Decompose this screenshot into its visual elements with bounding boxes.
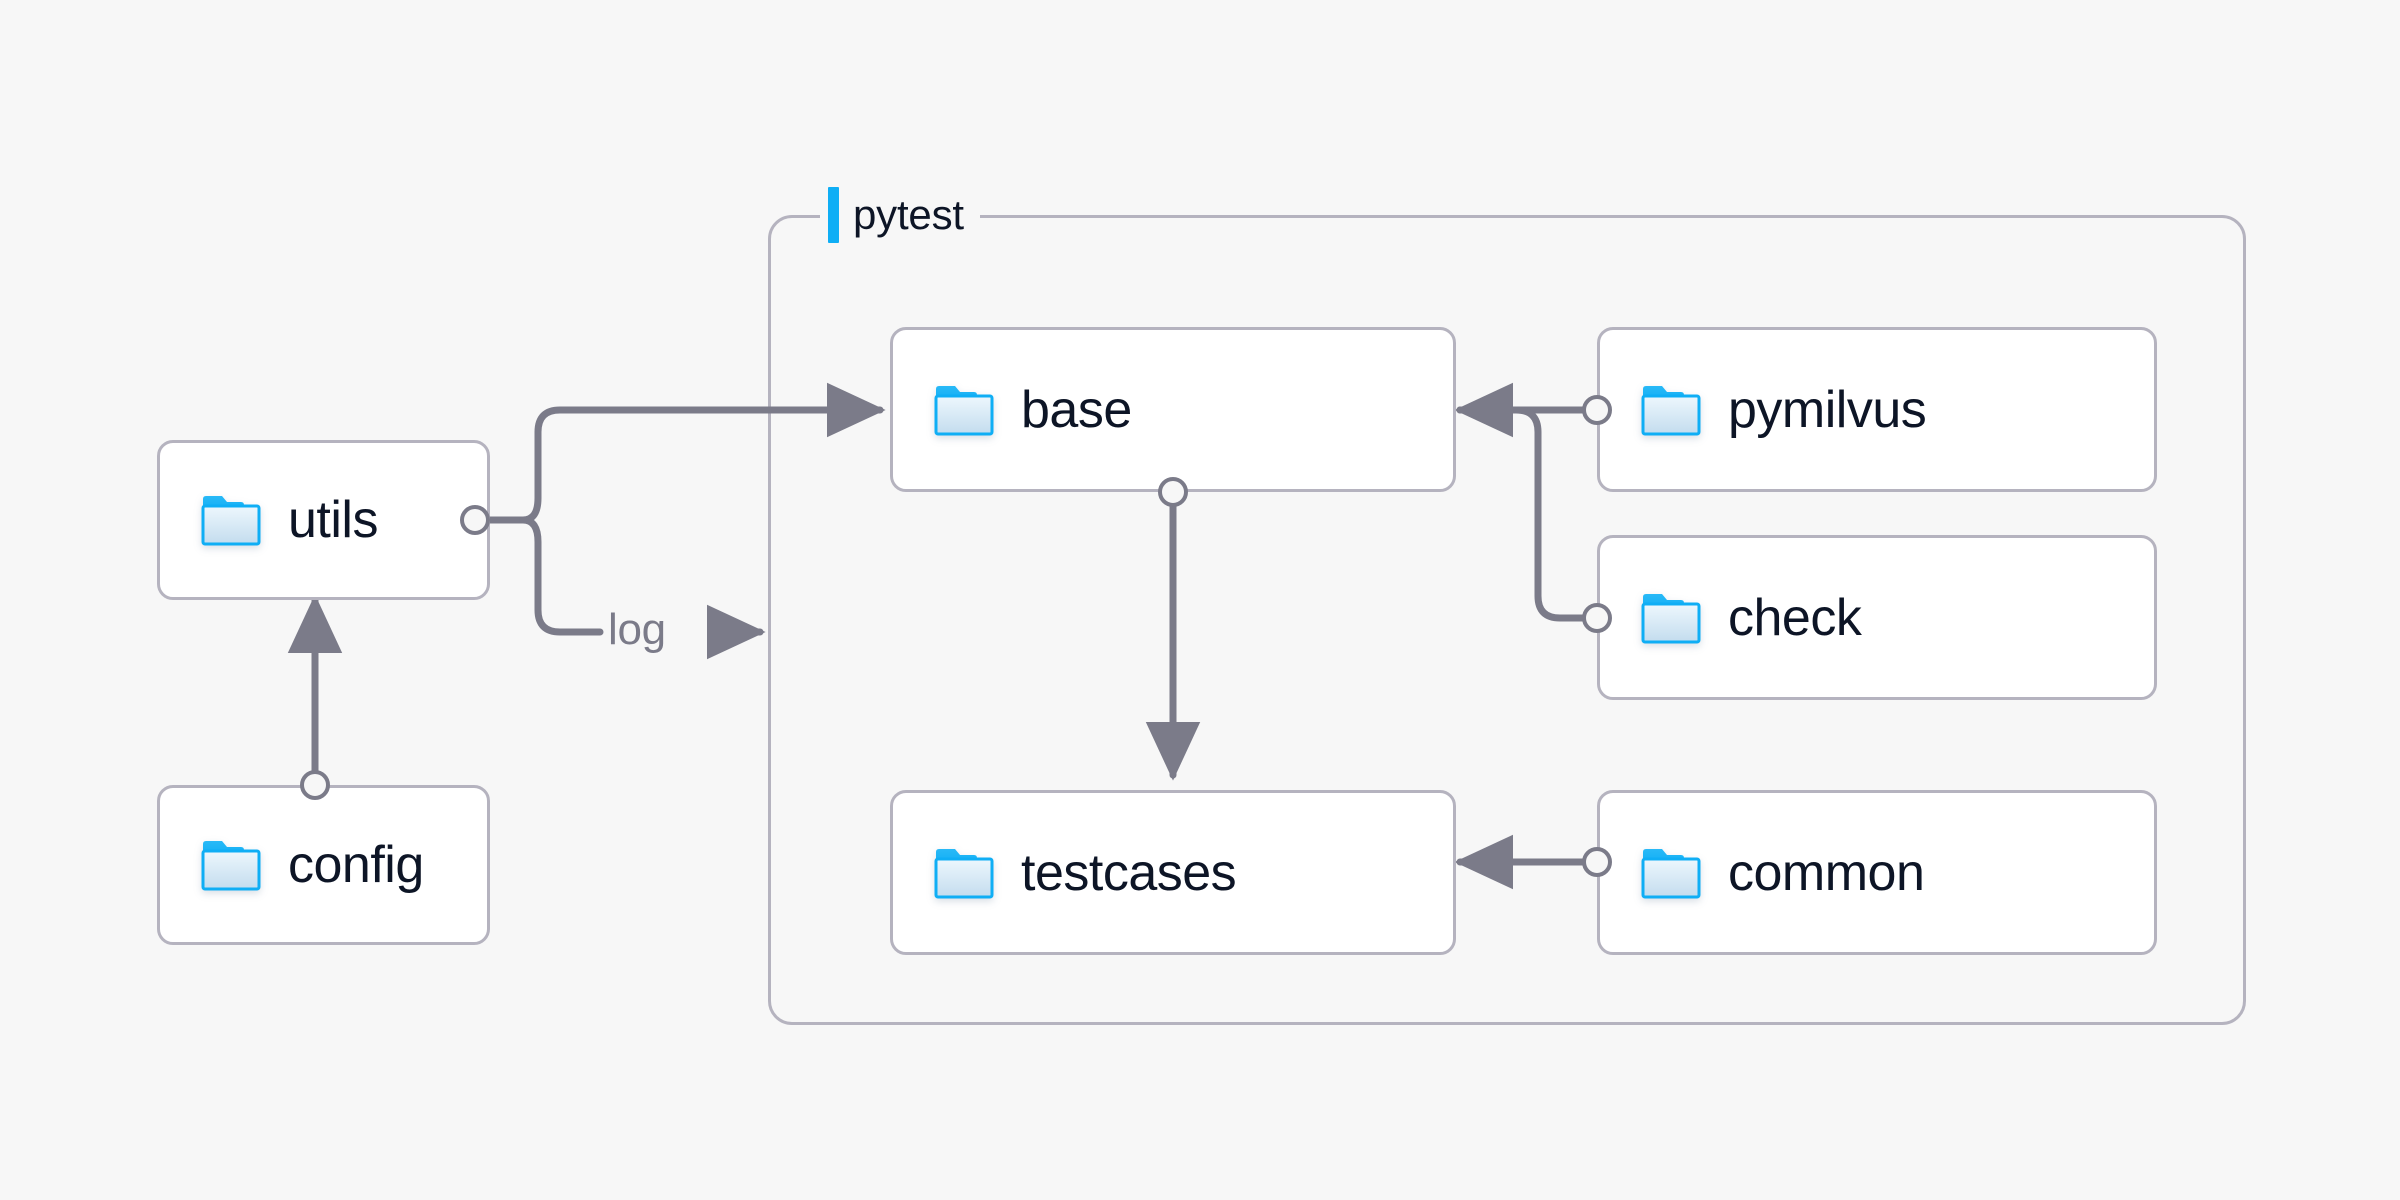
folder-icon: [201, 841, 261, 891]
node-base-content: base: [893, 383, 1132, 437]
folder-icon: [1641, 385, 1701, 435]
node-config-label: config: [288, 836, 424, 894]
group-label-text: pytest: [853, 191, 964, 238]
node-base-label: base: [1021, 380, 1132, 439]
folder-icon: [934, 848, 994, 898]
port-config-top[interactable]: [300, 770, 330, 800]
node-pymilvus[interactable]: pymilvus: [1597, 327, 2157, 492]
node-utils[interactable]: utils: [157, 440, 490, 600]
group-container-pytest: [768, 215, 2246, 1025]
node-base[interactable]: base: [890, 327, 1456, 492]
node-check-label: check: [1728, 588, 1862, 647]
port-common-left[interactable]: [1582, 847, 1612, 877]
node-pymilvus-label: pymilvus: [1728, 380, 1927, 439]
port-base-bottom[interactable]: [1158, 477, 1188, 507]
port-pymilvus-left[interactable]: [1582, 395, 1612, 425]
node-testcases-content: testcases: [893, 843, 1237, 902]
node-common-label: common: [1728, 843, 1925, 902]
group-accent-bar: [828, 187, 839, 243]
node-common-content: common: [1600, 843, 1925, 902]
group-label-pytest: pytest: [820, 184, 980, 246]
node-common[interactable]: common: [1597, 790, 2157, 955]
folder-icon: [201, 496, 261, 546]
node-pymilvus-content: pymilvus: [1600, 380, 1927, 439]
port-check-left[interactable]: [1582, 603, 1612, 633]
edge-label-log: log: [608, 605, 666, 654]
node-check-content: check: [1600, 588, 1862, 647]
node-utils-label: utils: [288, 491, 378, 549]
node-config[interactable]: config: [157, 785, 490, 945]
folder-icon: [934, 385, 994, 435]
node-utils-content: utils: [160, 493, 378, 547]
edge-utils-log: [519, 516, 604, 636]
folder-icon: [1641, 848, 1701, 898]
node-check[interactable]: check: [1597, 535, 2157, 700]
node-testcases-label: testcases: [1021, 843, 1237, 902]
port-utils-right[interactable]: [460, 505, 490, 535]
folder-icon: [1641, 593, 1701, 643]
node-testcases[interactable]: testcases: [890, 790, 1456, 955]
node-config-content: config: [160, 838, 424, 892]
